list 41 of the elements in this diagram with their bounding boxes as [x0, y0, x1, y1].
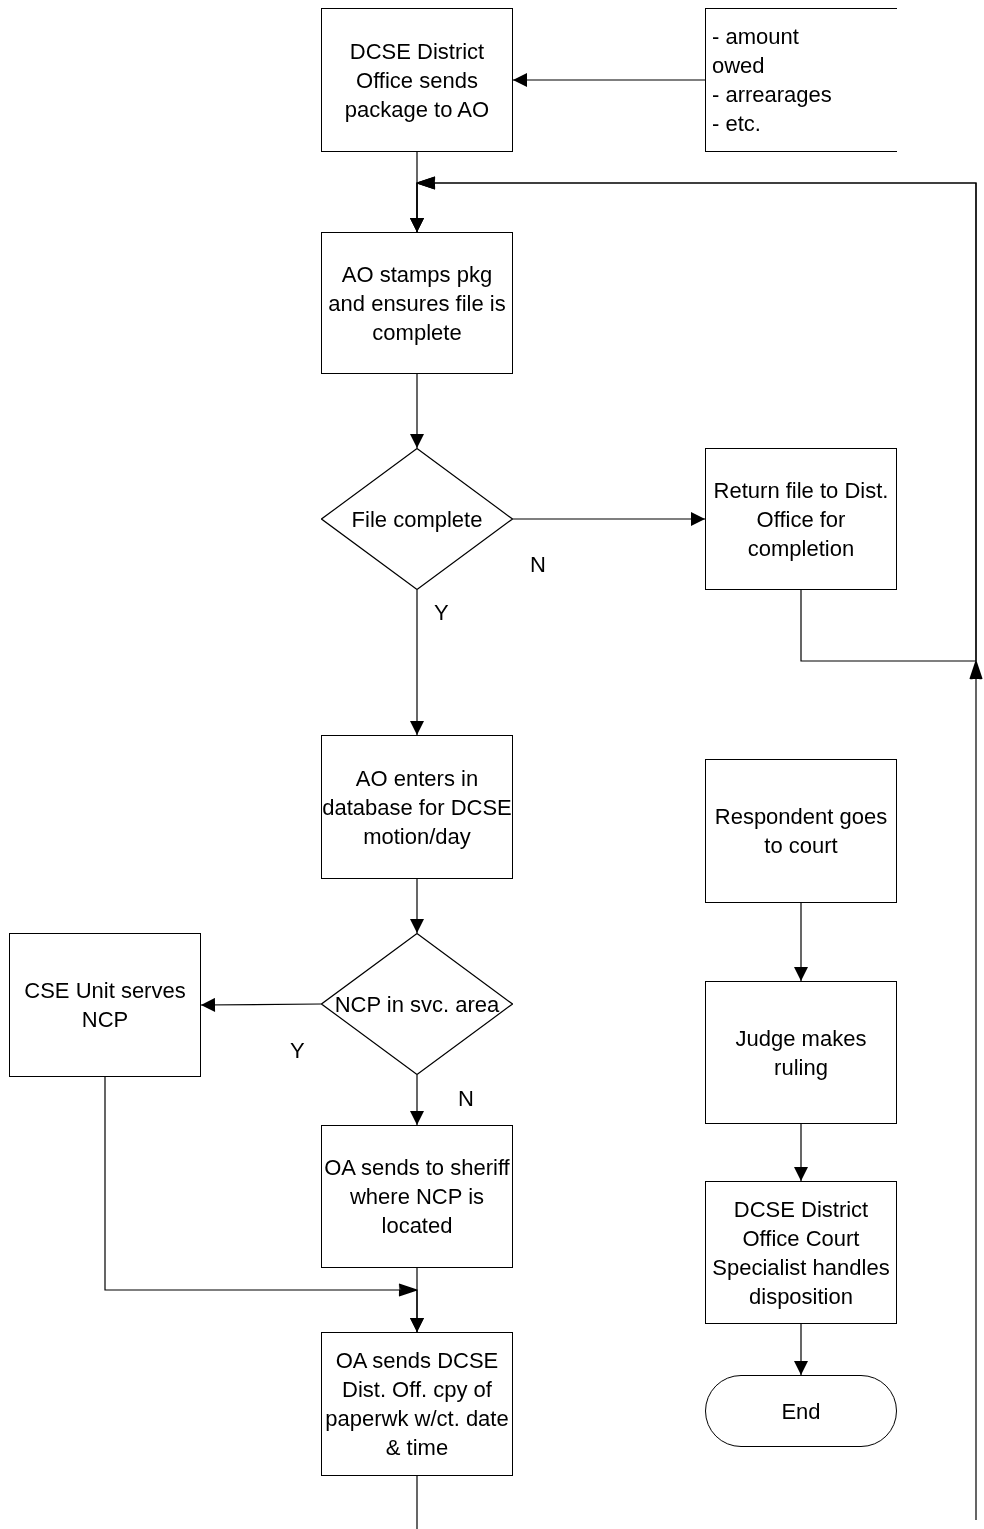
node-text: DCSE District Office Court Specialist handles disposition	[711, 1195, 891, 1311]
arrow	[410, 176, 983, 1521]
node-text: Return file to Dist. Office for completion	[712, 476, 890, 563]
node-text: OA sends to sheriff where NCP is located	[323, 1154, 511, 1240]
node-text: - etc.	[712, 110, 761, 138]
arrow	[410, 373, 424, 449]
node-text: - arrearages	[712, 81, 832, 109]
process-box	[321, 8, 513, 152]
process-box	[705, 1181, 897, 1324]
node-text: File complete	[351, 505, 483, 534]
process-box	[705, 759, 897, 903]
node-text: End	[781, 1397, 821, 1426]
arrow	[410, 1074, 424, 1126]
node-text: AO stamps pkg and ensures file is complete	[327, 260, 507, 347]
node-text: Judge makes ruling	[734, 1024, 868, 1082]
decision-diamond	[321, 933, 513, 1075]
arrow	[794, 902, 808, 982]
annotation-box	[705, 8, 897, 152]
arrow	[794, 1123, 808, 1182]
node-text: CSE Unit serves NCP	[23, 977, 187, 1034]
process-box	[321, 1125, 513, 1268]
process-box	[321, 735, 513, 879]
arrow	[200, 997, 322, 1012]
arrow	[512, 512, 706, 526]
node-text: OA sends DCSE Dist. Off. cpy of paperwk w/ct. date & time	[324, 1347, 510, 1462]
arrow	[794, 1323, 808, 1376]
decision-diamond	[321, 448, 513, 590]
arrow	[410, 878, 424, 934]
process-box	[705, 448, 897, 590]
process-box	[705, 981, 897, 1124]
node-text: AO enters in database for DCSE motion/day	[322, 764, 512, 851]
arrow	[512, 73, 706, 87]
node-text: Respondent goes to court	[713, 803, 889, 860]
process-box	[321, 1332, 513, 1476]
node-text: DCSE District Office sends package to AO	[343, 37, 491, 124]
arrow	[104, 1076, 424, 1333]
node-text: NCP in svc. area	[334, 990, 500, 1019]
node-text: - amount owed	[712, 23, 800, 80]
arrow	[410, 589, 424, 736]
process-box	[9, 933, 201, 1077]
process-box	[321, 232, 513, 374]
